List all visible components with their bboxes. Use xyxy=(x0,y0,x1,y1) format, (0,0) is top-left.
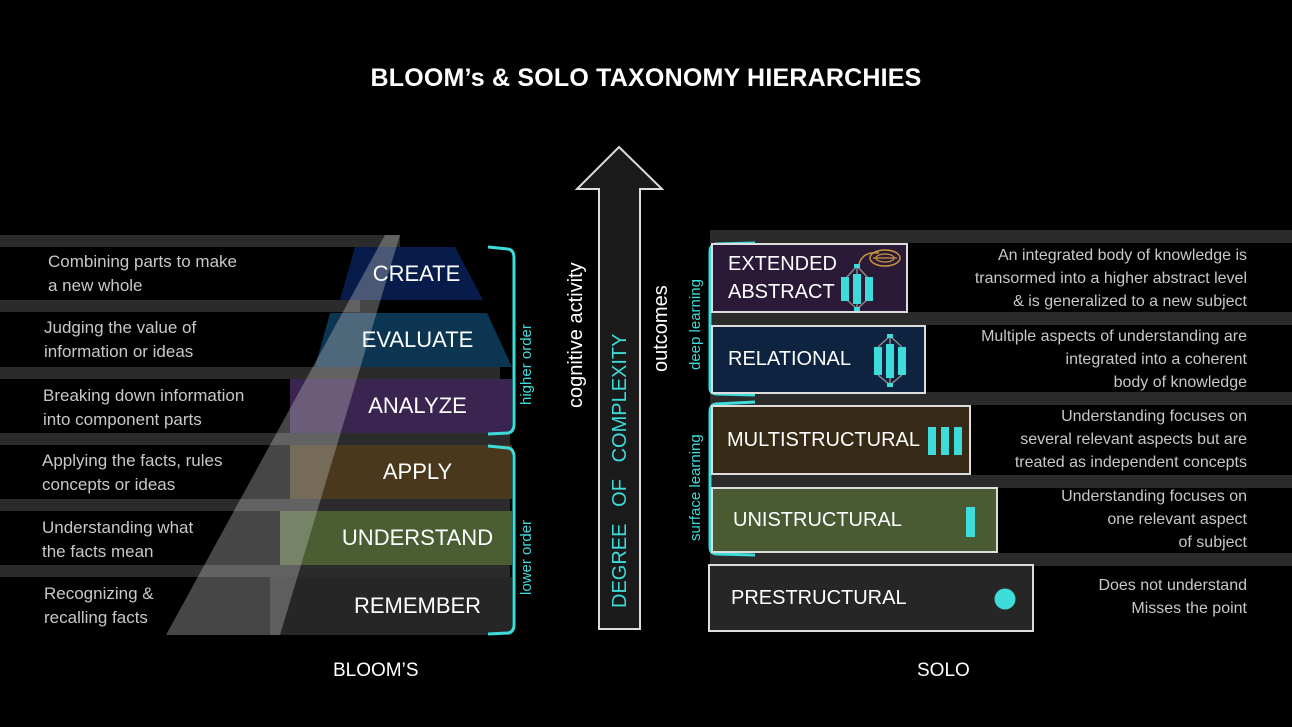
description-line: recalling facts xyxy=(44,608,148,627)
separator-band xyxy=(0,235,400,247)
separator-band xyxy=(710,230,1292,243)
higher-order-label: higher order xyxy=(518,324,535,405)
separator-band xyxy=(0,433,510,445)
description-line: Judging the value of xyxy=(44,318,197,337)
solo-level-name: RELATIONAL xyxy=(728,348,851,370)
bloom-description-remember: Recognizing & recalling facts xyxy=(44,582,154,630)
solo-level-multistructural: MULTISTRUCTURAL xyxy=(711,405,971,475)
solo-level-name: EXTENDED ABSTRACT xyxy=(728,250,837,306)
description-line: An integrated body of knowledge is xyxy=(997,247,1247,264)
bloom-level-analyze-shape xyxy=(290,379,512,433)
outcomes-label: outcomes xyxy=(650,285,672,372)
description-line: transormed into a higher abstract level xyxy=(974,270,1247,287)
description-line: Multiple aspects of understanding are xyxy=(981,328,1247,345)
description-line: integrated into a coherent xyxy=(1065,351,1247,368)
description-line: the facts mean xyxy=(42,542,154,561)
surface-learning-bracket xyxy=(708,400,756,557)
bloom-level-understand: UNDERSTAND xyxy=(341,525,494,550)
solo-level-unistructural: UNISTRUCTURAL xyxy=(711,487,998,553)
description-line: Breaking down information xyxy=(43,386,245,405)
solo-level-name: MULTISTRUCTURAL xyxy=(727,428,920,451)
bloom-description-evaluate: Judging the value of information or ideas xyxy=(44,316,196,364)
solo-description-unistructural: Understanding focuses on one relevant asp… xyxy=(1061,485,1247,554)
bloom-level-evaluate-shape xyxy=(315,313,512,367)
description-line: Applying the facts, rules xyxy=(42,451,223,470)
description-line: one relevant aspect xyxy=(1107,511,1247,528)
description-line: information or ideas xyxy=(44,342,194,361)
bloom-level-evaluate: EVALUATE xyxy=(361,327,474,352)
description-line: Understanding focuses on xyxy=(1061,408,1247,425)
bloom-level-create: CREATE xyxy=(372,260,461,286)
description-line: of subject xyxy=(1178,534,1247,551)
separator-band xyxy=(710,475,1292,488)
bloom-description-apply: Applying the facts, rules concepts or ide… xyxy=(42,449,222,497)
lower-order-bracket xyxy=(487,444,516,636)
name-line: ABSTRACT xyxy=(728,281,835,303)
separator-band xyxy=(710,312,1292,325)
description-line: a new whole xyxy=(48,276,143,295)
degree-of-complexity-label: DEGREE OF COMPLEXITY xyxy=(609,333,631,609)
solo-level-name: UNISTRUCTURAL xyxy=(733,508,902,531)
name-line: EXTENDED xyxy=(728,253,837,275)
relational-icon xyxy=(874,334,906,387)
description-line: several relevant aspects but are xyxy=(1020,431,1247,448)
bloom-level-create-shape xyxy=(340,247,483,300)
complexity-arrow xyxy=(574,145,665,630)
bloom-description-create: Combining parts to make a new whole xyxy=(48,250,237,298)
solo-level-relational: RELATIONAL xyxy=(711,325,926,394)
extended-abstract-icon xyxy=(841,249,901,311)
description-line: into component parts xyxy=(43,410,202,429)
lower-order-label: lower order xyxy=(518,519,535,595)
separator-band xyxy=(0,300,360,312)
description-line: Recognizing & xyxy=(44,584,154,603)
unistructural-icon xyxy=(966,507,975,537)
separator-band xyxy=(0,367,500,379)
description-line: Understanding focuses on xyxy=(1061,488,1247,505)
surface-learning-label: surface learning xyxy=(687,434,704,541)
solo-level-name: PRESTRUCTURAL xyxy=(731,586,907,609)
solo-description-multistructural: Understanding focuses on several relevant… xyxy=(1015,405,1247,474)
pyramid-wedge xyxy=(166,235,400,635)
bloom-level-remember-shape xyxy=(270,577,512,635)
solo-label: SOLO xyxy=(917,660,970,681)
separator-band xyxy=(710,553,1292,566)
bloom-level-analyze: ANALYZE xyxy=(368,393,467,418)
prestructural-icon xyxy=(994,588,1016,610)
deep-learning-label: deep learning xyxy=(687,279,704,370)
solo-description-relational: Multiple aspects of understanding are int… xyxy=(981,325,1247,394)
description-line: & is generalized to a new subject xyxy=(1013,293,1247,310)
bloom-label: BLOOM’S xyxy=(333,660,419,681)
description-line: Does not understand xyxy=(1098,577,1247,594)
solo-level-extended-abstract: EXTENDED ABSTRACT xyxy=(711,243,908,313)
bloom-level-understand-shape xyxy=(280,511,512,565)
description-line: treated as independent concepts xyxy=(1014,454,1247,471)
description-line: Misses the point xyxy=(1131,600,1247,617)
separator-band xyxy=(0,499,510,511)
description-line: concepts or ideas xyxy=(42,475,176,494)
bloom-level-apply-shape xyxy=(290,445,512,499)
bloom-level-remember: REMEMBER xyxy=(353,593,482,618)
separator-band xyxy=(0,565,510,577)
solo-level-prestructural: PRESTRUCTURAL xyxy=(708,564,1034,632)
description-line: body of knowledge xyxy=(1113,374,1247,391)
cognitive-activity-label: cognitive activity xyxy=(565,262,587,408)
description-line: Combining parts to make xyxy=(48,252,237,271)
multistructural-icon xyxy=(928,427,962,455)
bloom-description-analyze: Breaking down information into component … xyxy=(43,384,244,432)
page-title: BLOOM’s & SOLO TAXONOMY HIERARCHIES xyxy=(370,64,922,92)
higher-order-bracket xyxy=(487,245,516,436)
description-line: Understanding what xyxy=(42,518,194,537)
separator-band xyxy=(710,392,1292,405)
bloom-description-understand: Understanding what the facts mean xyxy=(42,516,193,564)
bloom-level-apply: APPLY xyxy=(382,459,453,484)
solo-description-extended-abstract: An integrated body of knowledge is transo… xyxy=(975,244,1247,313)
